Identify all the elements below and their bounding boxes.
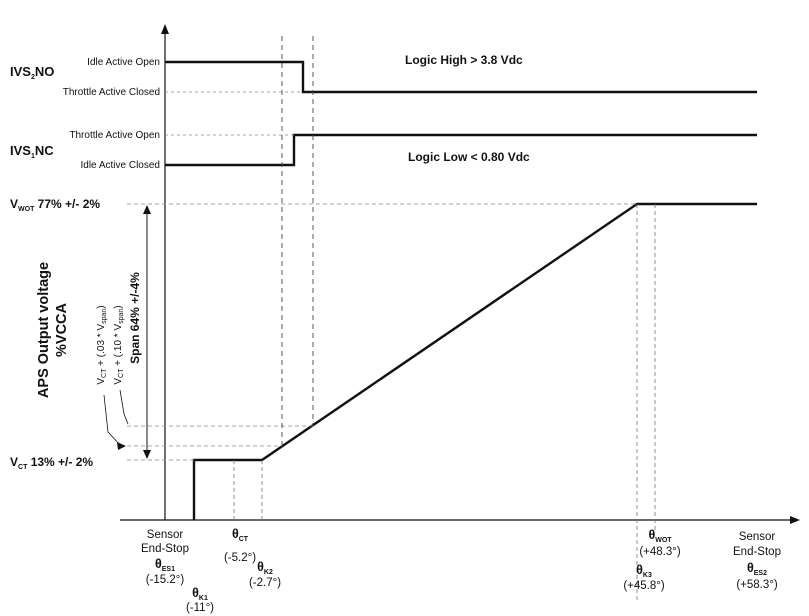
theta-ct-symbol: θCT — [232, 527, 249, 543]
span-arrow-bottom — [143, 450, 151, 459]
aps-output-trace — [192, 202, 757, 520]
y-axis-arrow — [161, 24, 169, 34]
theta-es1-symbol: θES1 — [155, 557, 175, 573]
y-axis-title: APS Output voltage %VCCA — [36, 262, 70, 398]
offset1-leader — [103, 394, 122, 447]
ivs1-signal-trace — [165, 133, 757, 167]
offset2-leader — [119, 389, 129, 425]
theta-ct-value: (-5.2°) — [224, 552, 256, 564]
theta-wot-symbol: θWOT — [648, 528, 672, 544]
offset2-label: VCT + (.10 * Vspan) — [113, 305, 125, 384]
theta-k1-value: (-11°) — [186, 602, 214, 614]
span-label-group: Span 64% +/-4% — [128, 272, 142, 364]
theta-k1-symbol: θK1 — [192, 586, 208, 602]
logic-low-label: Logic Low < 0.80 Vdc — [408, 150, 530, 164]
right-stop-line1: Sensor — [739, 531, 776, 543]
right-stop-line2: End-Stop — [733, 546, 781, 558]
ivs1-upper-state-label: Throttle Active Open — [69, 130, 160, 141]
y-axis-title-line2: %VCCA — [54, 302, 70, 357]
theta-k2-value: (-2.7°) — [249, 577, 281, 589]
left-stop-line2: End-Stop — [141, 543, 189, 555]
theta-es2-value: (+58.3°) — [736, 579, 778, 591]
vct-label: VCT 13% +/- 2% — [10, 455, 93, 471]
theta-es2-symbol: θES2 — [747, 561, 767, 577]
theta-es1-value: (-15.2°) — [146, 574, 185, 586]
y-axis-title-line1: APS Output voltage — [36, 262, 52, 398]
ivs1-name: IVS1NC — [10, 143, 54, 160]
x-axis-arrow — [790, 516, 800, 524]
logic-high-label: Logic High > 3.8 Vdc — [405, 53, 523, 67]
ivs2-signal-trace — [165, 60, 757, 94]
ivs2-upper-state-label: Idle Active Open — [87, 57, 160, 68]
left-stop-line1: Sensor — [147, 529, 184, 541]
span-label: Span 64% +/-4% — [128, 272, 142, 364]
span-arrow-top — [143, 205, 151, 214]
offset1-label-group: VCT + (.03 * Vspan) — [96, 305, 108, 384]
theta-k3-symbol: θK3 — [636, 563, 652, 579]
theta-wot-value: (+48.3°) — [639, 546, 681, 558]
offset1-leader-arrow — [117, 442, 126, 450]
offset2-label-group: VCT + (.10 * Vspan) — [113, 305, 125, 384]
theta-k3-value: (+45.8°) — [623, 580, 665, 592]
theta-k2-symbol: θK2 — [257, 560, 273, 576]
offset1-label: VCT + (.03 * Vspan) — [96, 305, 108, 384]
ivs2-lower-state-label: Throttle Active Closed — [63, 87, 160, 98]
ivs1-lower-state-label: Idle Active Closed — [81, 160, 161, 171]
vwot-label: VWOT 77% +/- 2% — [10, 197, 100, 213]
ivs2-name: IVS2NO — [10, 64, 54, 81]
